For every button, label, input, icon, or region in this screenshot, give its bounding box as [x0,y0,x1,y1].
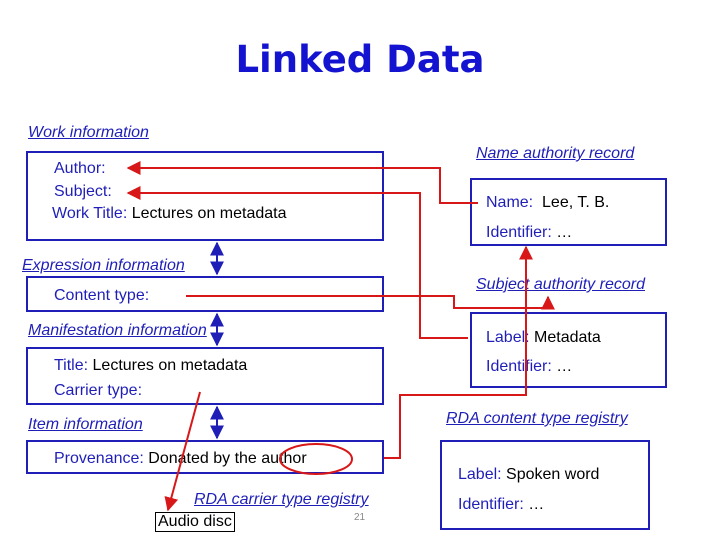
author-label: Author: [54,160,106,177]
content-type-arrow [186,295,555,310]
subject-label-value: Metadata [534,329,601,346]
content-registry-label-value: Spoken word [506,466,600,483]
content-registry-identifier-row: Identifier: … [458,496,544,514]
name-identifier-row: Identifier: … [486,224,572,242]
name-identifier-value: … [556,224,573,241]
subject-identifier-value: … [556,358,573,375]
name-identifier-label: Identifier: [486,224,552,241]
work-title-label: Work Title: [52,205,128,222]
expression-box [26,276,384,312]
content-registry-label-label: Label: [458,466,502,483]
page-title: Linked Data [235,38,485,81]
content-registry-identifier-label: Identifier: [458,496,524,513]
subject-authority-heading: Subject authority record [476,276,645,293]
provenance-label: Provenance: [54,450,144,467]
subject-label-label: Label: [486,329,530,346]
carrier-type-label: Carrier type: [54,382,143,399]
expression-heading: Expression information [22,257,185,274]
provenance-row: Provenance: Donated by the author [54,450,307,468]
name-value: Lee, T. B. [542,194,610,211]
work-heading: Work information [28,124,149,141]
subject-label-row: Label: Metadata [486,329,601,347]
work-title-value: Lectures on metadata [131,205,287,222]
name-label: Name: [486,194,534,211]
name-authority-heading: Name authority record [476,145,635,162]
author-name-arrow [126,161,478,204]
subject-authority-arrow [126,186,468,339]
subject-authority-box [470,312,667,388]
manifestation-title-value: Lectures on metadata [92,357,248,374]
item-heading: Item information [28,416,143,433]
manifestation-title-row: Title: Lectures on metadata [54,357,247,375]
manifestation-title-label: Title: [54,357,89,374]
content-registry-identifier-value: … [528,496,545,513]
content-registry-box [440,440,650,530]
page-number: 21 [354,512,366,523]
manifestation-heading: Manifestation information [28,322,207,339]
content-registry-label-row: Label: Spoken word [458,466,599,484]
content-type-label: Content type: [54,287,150,304]
subject-identifier-label: Identifier: [486,358,552,375]
content-registry-heading: RDA content type registry [446,410,628,427]
carrier-registry-value: Audio disc [155,512,235,532]
carrier-type-arrow [164,391,201,512]
carrier-registry-heading: RDA carrier type registry [194,491,369,508]
provenance-value-1: Donated by the [148,450,257,467]
provenance-value-2: author [261,450,307,467]
name-authority-box [470,178,667,246]
manifestation-box [26,347,384,405]
work-box [26,151,384,241]
item-box [26,440,384,474]
provenance-author-arrow [384,245,533,459]
name-row: Name: Lee, T. B. [486,194,609,212]
subject-label: Subject: [54,183,112,200]
work-title-row: Work Title: Lectures on metadata [52,205,287,223]
subject-identifier-row: Identifier: … [486,358,572,376]
author-highlight-ellipse [279,443,353,475]
